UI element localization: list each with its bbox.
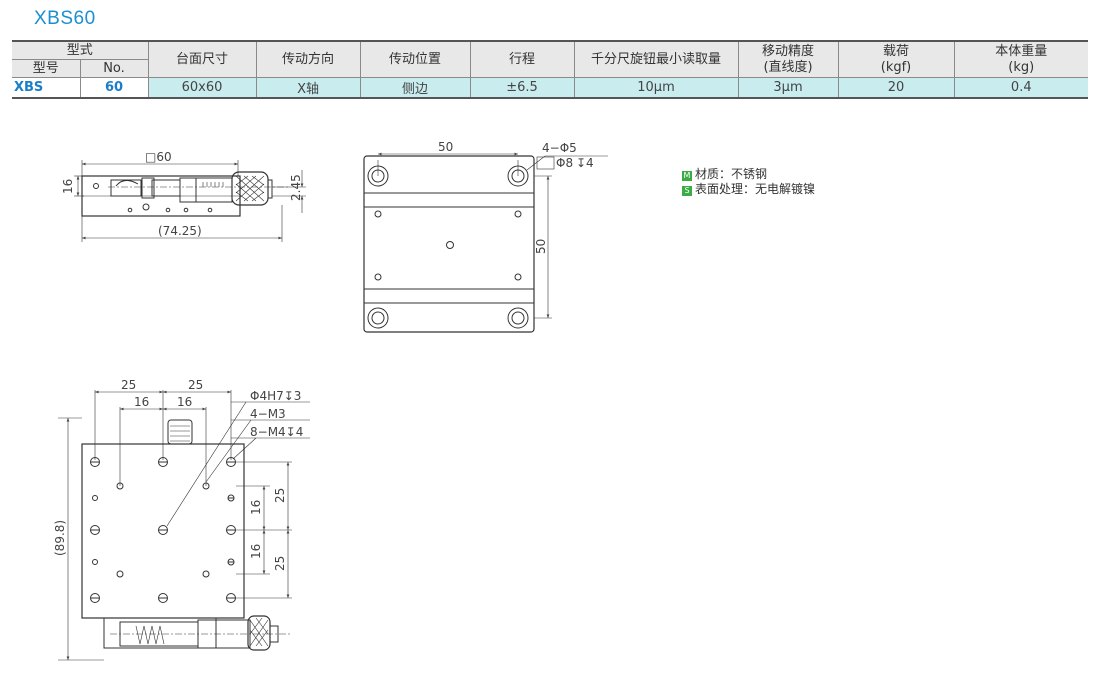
bottom-view-drawing <box>58 390 310 661</box>
dim-bottom-right-16a: 16 <box>249 500 263 515</box>
dim-top-counterbore: Φ8 <box>556 156 573 170</box>
spec-table: 型式 台面尺寸 传动方向 传动位置 行程 千分尺旋钮最小读取量 移动精度(直线度… <box>12 40 1089 99</box>
callout-pin-hole: Φ4H7↧3 <box>250 389 301 403</box>
header-weight: 本体重量(kg) <box>953 40 1089 78</box>
header-no: No. <box>79 59 149 78</box>
header-accuracy: 移动精度(直线度) <box>737 40 839 78</box>
product-title: XBS60 <box>34 8 96 29</box>
callout-m3: 4−M3 <box>250 407 286 421</box>
header-table-size: 台面尺寸 <box>147 40 257 78</box>
material-badge-icon: M <box>682 171 692 181</box>
dim-side-width: □60 <box>145 150 172 164</box>
cell-weight: 0.4 <box>953 77 1089 99</box>
cell-accuracy: 3μm <box>737 77 839 99</box>
surface-badge-icon: S <box>682 186 692 196</box>
dim-bottom-25a: 25 <box>121 378 136 392</box>
dim-side-offset: 2.45 <box>289 174 303 201</box>
dim-top-span-y: 50 <box>534 239 548 254</box>
header-drive-position: 传动位置 <box>359 40 471 78</box>
dim-top-span-x: 50 <box>438 140 453 154</box>
dim-bottom-25b: 25 <box>188 378 203 392</box>
header-drive-direction: 传动方向 <box>255 40 361 78</box>
cell-no: 60 <box>79 77 149 99</box>
dim-bottom-right-25a: 25 <box>273 488 287 503</box>
dim-bottom-16b: 16 <box>177 395 192 409</box>
top-view-drawing <box>363 152 608 333</box>
dim-side-length: (74.25) <box>158 224 202 238</box>
dim-bottom-total-height: (89.8) <box>53 520 67 556</box>
cell-stroke: ±6.5 <box>469 77 575 99</box>
dim-bottom-16a: 16 <box>134 395 149 409</box>
callout-m4: 8−M4↧4 <box>250 425 303 439</box>
side-view-drawing <box>74 160 306 242</box>
cell-table-size: 60x60 <box>147 77 257 99</box>
cell-drive-direction: X轴 <box>255 77 361 99</box>
dim-top-cb-depth: ↧4 <box>576 156 594 170</box>
header-micrometer-reading: 千分尺旋钮最小读取量 <box>573 40 739 78</box>
dim-side-height: 16 <box>61 179 75 194</box>
header-type-group: 型式 <box>12 40 149 60</box>
dim-top-hole: 4−Φ5 <box>542 141 577 155</box>
cell-drive-position: 侧边 <box>359 77 471 99</box>
cell-load: 20 <box>837 77 955 99</box>
dim-bottom-right-16b: 16 <box>249 544 263 559</box>
table-row: XBS 60 60x60 X轴 侧边 ±6.5 10μm 3μm 20 0.4 <box>12 77 1089 99</box>
header-load: 载荷(kgf) <box>837 40 955 78</box>
dim-bottom-right-25b: 25 <box>273 556 287 571</box>
header-stroke: 行程 <box>469 40 575 78</box>
